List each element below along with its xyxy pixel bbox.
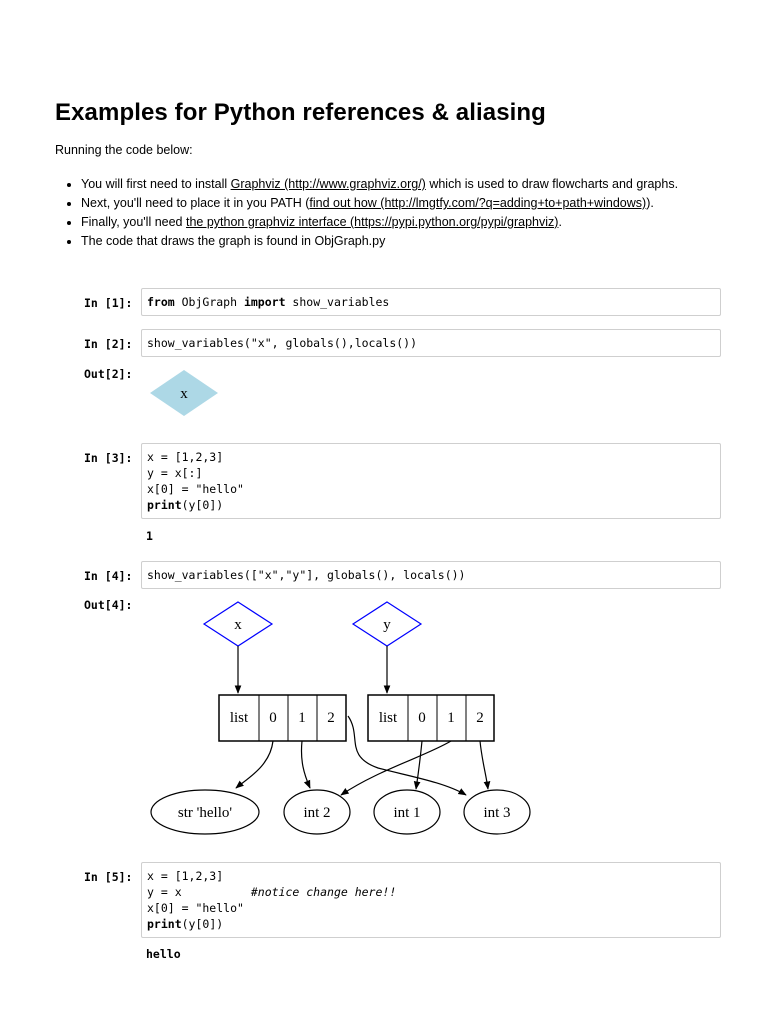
code-cell-4[interactable]: show_variables(["x","y"], globals(), loc… [141, 561, 721, 589]
code-comment: #notice change here!! [250, 885, 397, 899]
list-index-label: 1 [298, 710, 306, 726]
python-graphviz-link[interactable]: the python graphviz interface (https://p… [186, 215, 559, 229]
element-edge [235, 740, 274, 789]
node-label: x [234, 617, 242, 633]
list-item: Finally, you'll need the python graphviz… [81, 213, 721, 232]
node-label: int 2 [303, 805, 330, 821]
list-type-label: list [230, 710, 249, 726]
node-label: int 1 [393, 805, 420, 821]
input-prompt: In [2]: [84, 337, 133, 351]
code-keyword: from [147, 295, 175, 309]
node-label: y [383, 617, 391, 633]
input-prompt: In [4]: [84, 569, 133, 583]
element-edge [340, 740, 452, 796]
value-node-int-3 [463, 789, 531, 835]
value-node-int-2 [283, 789, 351, 835]
bullet-text: ). [646, 196, 654, 210]
bullet-text: The code that draws the graph is found i… [81, 234, 386, 248]
node-label: str 'hello' [178, 805, 232, 821]
element-edge [413, 740, 423, 790]
code-text: ObjGraph [174, 295, 244, 309]
graph-output-1: x [150, 370, 218, 416]
code-text: (y[0]) [181, 917, 224, 931]
code-text: show_variables(["x","y"], globals(), loc… [147, 568, 466, 582]
list-item: You will first need to install Graphviz … [81, 175, 721, 194]
variable-node-x [150, 370, 218, 416]
code-cell-2[interactable]: show_variables("x", globals(),locals()) [141, 329, 721, 357]
list-index-label: 1 [447, 710, 455, 726]
path-howto-link[interactable]: find out how (http://lmgtfy.com/?q=addin… [309, 196, 647, 210]
code-keyword: import [243, 295, 286, 309]
code-keyword: print [147, 498, 182, 512]
list-node-2: list 0 1 2 [367, 694, 495, 742]
bullet-text: Finally, you'll need [81, 215, 186, 229]
input-prompt: In [5]: [84, 870, 133, 884]
code-text: (y[0]) [181, 498, 224, 512]
list-node-1: list 0 1 2 [218, 694, 347, 742]
cell-output: 1 [146, 529, 153, 543]
code-cell-3[interactable]: x = [1,2,3] y = x[:] x[0] = "hello" prin… [141, 443, 721, 519]
list-index-label: 0 [418, 710, 426, 726]
bullet-text: Next, you'll need to place it in you PAT… [81, 196, 310, 210]
graphviz-link[interactable]: Graphviz (http://www.graphviz.org/) [230, 177, 426, 191]
element-edge [300, 740, 311, 789]
bullet-text: . [558, 215, 562, 229]
code-text: show_variables("x", globals(),locals()) [147, 336, 418, 350]
list-index-label: 2 [327, 710, 335, 726]
output-prompt: Out[4]: [84, 598, 133, 612]
output-prompt: Out[2]: [84, 367, 133, 381]
code-line: x[0] = "hello" [147, 482, 244, 496]
cell-output: hello [146, 947, 181, 961]
code-line: x = [1,2,3] [147, 869, 224, 883]
input-prompt: In [3]: [84, 451, 133, 465]
instructions-list: You will first need to install Graphviz … [64, 175, 721, 251]
value-node-str-hello [150, 789, 260, 835]
element-edge [347, 715, 467, 796]
graph-output-2: x y list 0 1 2 list 0 1 2 str 'hello' in… [150, 601, 531, 835]
page-title: Examples for Python references & aliasin… [55, 99, 546, 126]
value-node-int-1 [373, 789, 441, 835]
list-type-label: list [379, 710, 398, 726]
code-line: y = x[:] [147, 466, 203, 480]
list-item: The code that draws the graph is found i… [81, 232, 721, 251]
node-label: int 3 [483, 805, 510, 821]
element-edge [479, 740, 491, 790]
list-index-label: 0 [269, 710, 277, 726]
input-prompt: In [1]: [84, 296, 133, 310]
code-line: x[0] = "hello" [147, 901, 244, 915]
code-cell-1[interactable]: from ObjGraph import show_variables [141, 288, 721, 316]
code-cell-5[interactable]: x = [1,2,3] y = x #notice change here!! … [141, 862, 721, 938]
code-text: show_variables [285, 295, 390, 309]
bullet-text: which is used to draw flowcharts and gra… [425, 177, 679, 191]
code-line: x = [1,2,3] [147, 450, 224, 464]
node-label: x [180, 386, 188, 402]
bullet-text: You will first need to install [81, 177, 231, 191]
list-item: Next, you'll need to place it in you PAT… [81, 194, 721, 213]
code-keyword: print [147, 917, 182, 931]
code-line: y = x [147, 885, 251, 899]
intro-text: Running the code below: [55, 143, 193, 157]
list-index-label: 2 [476, 710, 484, 726]
